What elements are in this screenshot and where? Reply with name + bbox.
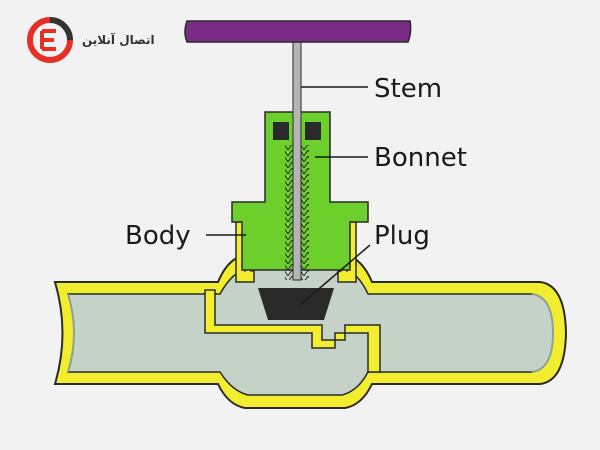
pipe-left-inner-rim (67, 293, 75, 373)
label-bonnet: Bonnet (374, 143, 467, 173)
valve-body (53, 254, 568, 409)
leader-lines (206, 86, 371, 306)
brand-name: اتصال آنلاین (82, 33, 155, 47)
label-plug: Plug (374, 221, 430, 251)
pipe-right-inner-rim (531, 293, 555, 373)
label-stem: Stem (374, 74, 442, 104)
stem (292, 34, 302, 281)
stem-assembly (184, 20, 412, 281)
plug-leader (299, 244, 371, 306)
packing-right (305, 122, 321, 140)
plug (258, 288, 334, 320)
packing-left (273, 122, 289, 140)
seat-wall (204, 289, 381, 373)
brand-logo-icon (27, 17, 73, 63)
handwheel (184, 20, 412, 43)
brand-logo[interactable]: اتصال آنلاین (26, 16, 155, 64)
label-body: Body (125, 221, 191, 251)
